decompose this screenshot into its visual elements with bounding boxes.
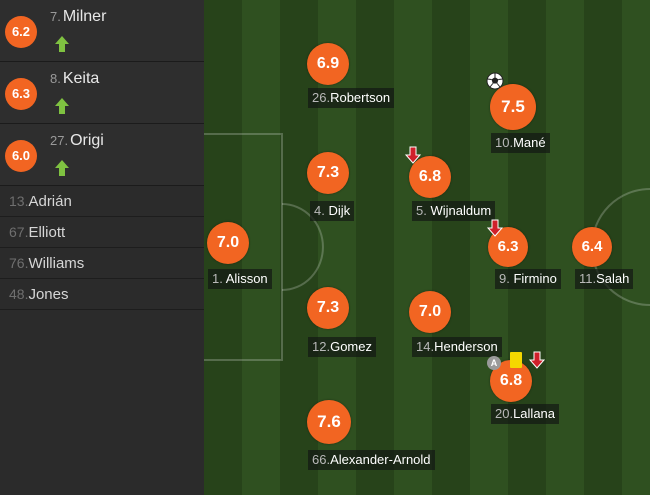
player-name[interactable]: Jones <box>28 286 69 303</box>
player-label: 20.Lallana <box>491 404 560 424</box>
player-label: 10.Mané <box>491 133 550 153</box>
player-label: 4. Dijk <box>310 201 355 221</box>
player-name[interactable]: Adrián <box>28 193 72 210</box>
rating-badge: 6.0 <box>5 140 37 172</box>
rating-badge: 6.2 <box>5 16 37 48</box>
player-number: 8. <box>50 71 61 86</box>
player-name[interactable]: Williams <box>28 255 85 272</box>
player-name: Dijk <box>328 203 351 218</box>
sub-out-arrow-icon <box>529 351 545 369</box>
player-name: Alexander-Arnold <box>330 452 431 467</box>
yellow-card-icon <box>510 352 522 368</box>
player-number: 27. <box>50 133 69 148</box>
player-number: 9. <box>499 271 510 286</box>
player-number: 13. <box>9 193 29 209</box>
player-number: 48. <box>9 286 29 302</box>
player-name: Lallana <box>513 406 556 421</box>
bench-row[interactable]: 67.Elliott <box>0 217 204 248</box>
player-label: 11.Salah <box>575 269 634 289</box>
player-number: 14. <box>416 339 435 354</box>
player-number: 20. <box>495 406 514 421</box>
player-name[interactable]: Milner <box>62 8 107 25</box>
substitute-row[interactable]: 6.3 8.Keita <box>0 62 204 124</box>
rating-badge: 6.8 <box>409 156 451 198</box>
player-name: Henderson <box>434 339 498 354</box>
assist-icon: A <box>487 356 501 370</box>
sub-out-arrow-icon <box>487 219 503 237</box>
lineup-sidebar: 6.2 7.Milner 6.3 8.Keita 6.0 27.Origi 13… <box>0 0 204 495</box>
player-number: 10. <box>495 135 514 150</box>
player-name[interactable]: Origi <box>70 132 104 149</box>
player-number: 12. <box>312 339 331 354</box>
player-number: 1. <box>212 271 223 286</box>
rating-badge: 6.3 <box>5 78 37 110</box>
player-number: 11. <box>579 271 597 286</box>
player-name: Robertson <box>330 90 391 105</box>
player-name: Firmino <box>513 271 557 286</box>
player-number: 66. <box>312 452 331 467</box>
player-number: 76. <box>9 255 29 271</box>
player-number: 5. <box>416 203 427 218</box>
sub-out-arrow-icon <box>405 146 421 164</box>
player-label: 5. Wijnaldum <box>412 201 496 221</box>
player-name[interactable]: Keita <box>62 70 100 87</box>
player-name: Wijnaldum <box>430 203 492 218</box>
goal-ball-icon <box>486 72 504 90</box>
sub-in-arrow-icon <box>55 98 69 114</box>
rating-badge: 6.9 <box>307 43 349 85</box>
rating-badge: 7.3 <box>307 152 349 194</box>
football-pitch: 7.0 1. Alisson 6.9 26.Robertson 7.3 4. D… <box>204 0 650 495</box>
player-number: 26. <box>312 90 331 105</box>
sub-in-arrow-icon <box>55 36 69 52</box>
player-label: 9. Firmino <box>495 269 561 289</box>
rating-badge: 6.4 <box>572 227 612 267</box>
rating-badge: 7.0 <box>409 291 451 333</box>
player-name: Mané <box>513 135 546 150</box>
sub-in-arrow-icon <box>55 160 69 176</box>
player-label: 14.Henderson <box>412 337 502 357</box>
bench-row[interactable]: 76.Williams <box>0 248 204 279</box>
bench-row[interactable]: 48.Jones <box>0 279 204 310</box>
player-name: Salah <box>596 271 630 286</box>
player-name[interactable]: Elliott <box>28 224 66 241</box>
player-number: 4. <box>314 203 325 218</box>
substitute-row[interactable]: 6.2 7.Milner <box>0 0 204 62</box>
substitute-row[interactable]: 6.0 27.Origi <box>0 124 204 186</box>
player-number: 67. <box>9 224 29 240</box>
player-name: Alisson <box>225 271 268 286</box>
player-label: 12.Gomez <box>308 337 376 357</box>
player-name: Gomez <box>330 339 372 354</box>
rating-badge: 7.6 <box>307 400 351 444</box>
rating-badge: 7.0 <box>207 222 249 264</box>
player-label: 66.Alexander-Arnold <box>308 450 435 470</box>
player-label: 26.Robertson <box>308 88 395 108</box>
rating-badge: 7.5 <box>490 84 536 130</box>
rating-badge: 6.3 <box>488 227 528 267</box>
player-label: 1. Alisson <box>208 269 272 289</box>
rating-badge: 7.3 <box>307 287 349 329</box>
bench-row[interactable]: 13.Adrián <box>0 186 204 217</box>
player-number: 7. <box>50 9 61 24</box>
